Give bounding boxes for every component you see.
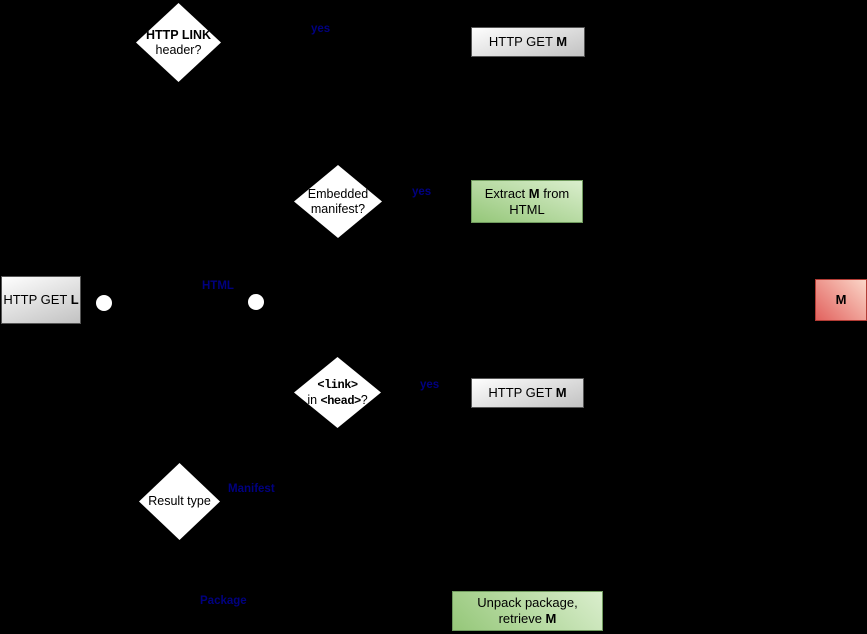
process-http-get-m-top-label: HTTP GET M: [489, 34, 567, 50]
connector-dot-left: [96, 295, 112, 311]
decision-link-in-head-line1-code: <link>: [317, 377, 358, 392]
extract-m-line1-post: from: [539, 185, 570, 201]
unpack-line2-em: M: [545, 611, 557, 626]
process-extract-m-label: Extract M from HTML: [485, 186, 570, 218]
process-unpack-package: Unpack package, retrieve M: [452, 591, 603, 631]
process-extract-m-from-html: Extract M from HTML: [471, 180, 583, 223]
decision-result-type: Result type: [139, 463, 220, 540]
edge-label-yes-link-head: yes: [420, 379, 440, 391]
extract-m-line1-em: M: [528, 185, 540, 201]
process-http-get-m-mid-emphasis: M: [555, 385, 567, 400]
process-http-get-l-emphasis: L: [70, 292, 79, 307]
decision-embedded-manifest-text: Embedded manifest?: [308, 187, 368, 217]
edge-label-package: Package: [200, 595, 247, 607]
edge-label-yes-embedded: yes: [412, 186, 432, 198]
process-http-get-l: HTTP GET L: [1, 276, 81, 324]
edge-label-html: HTML: [202, 280, 234, 292]
process-http-get-l-text: HTTP GET: [3, 292, 71, 307]
process-http-get-l-label: HTTP GET L: [3, 292, 78, 308]
connector-dot-html: [248, 294, 264, 310]
decision-link-in-head-line2-code: <head>: [320, 393, 362, 408]
process-http-get-m-mid-label: HTTP GET M: [488, 385, 566, 401]
decision-http-link-header: HTTP LINK header?: [136, 3, 221, 82]
decision-http-link-header-line1: HTTP LINK: [145, 27, 212, 42]
extract-m-line2: HTML: [509, 201, 545, 217]
process-unpack-package-label: Unpack package, retrieve M: [477, 595, 577, 627]
decision-http-link-header-text: HTTP LINK header?: [146, 28, 211, 58]
process-http-get-m-top: HTTP GET M: [471, 27, 585, 57]
decision-link-in-head-line2-post: ?: [360, 392, 368, 407]
decision-embedded-manifest-line1: Embedded: [307, 186, 369, 201]
terminal-m-result: M: [815, 279, 867, 321]
process-http-get-m-top-text: HTTP GET: [488, 34, 557, 49]
decision-embedded-manifest: Embedded manifest?: [294, 165, 382, 238]
terminal-m-result-label: M: [835, 292, 847, 307]
process-http-get-m-mid: HTTP GET M: [471, 378, 584, 408]
decision-result-type-label: Result type: [148, 494, 211, 508]
edge-label-yes-http-link: yes: [311, 23, 331, 35]
decision-link-in-head: <link> in <head>?: [294, 357, 381, 428]
unpack-line1: Unpack package,: [477, 595, 578, 610]
decision-http-link-header-line2: header?: [155, 42, 202, 57]
decision-link-in-head-text: <link> in <head>?: [307, 377, 367, 409]
unpack-line2-pre: retrieve: [498, 611, 546, 626]
extract-m-line1-pre: Extract: [484, 185, 529, 201]
edge-label-manifest: Manifest: [228, 483, 275, 495]
decision-link-in-head-line2-pre: in: [307, 392, 321, 407]
decision-embedded-manifest-line2: manifest?: [310, 201, 366, 216]
process-http-get-m-mid-text: HTTP GET: [488, 385, 556, 400]
process-http-get-m-top-emphasis: M: [556, 34, 568, 49]
